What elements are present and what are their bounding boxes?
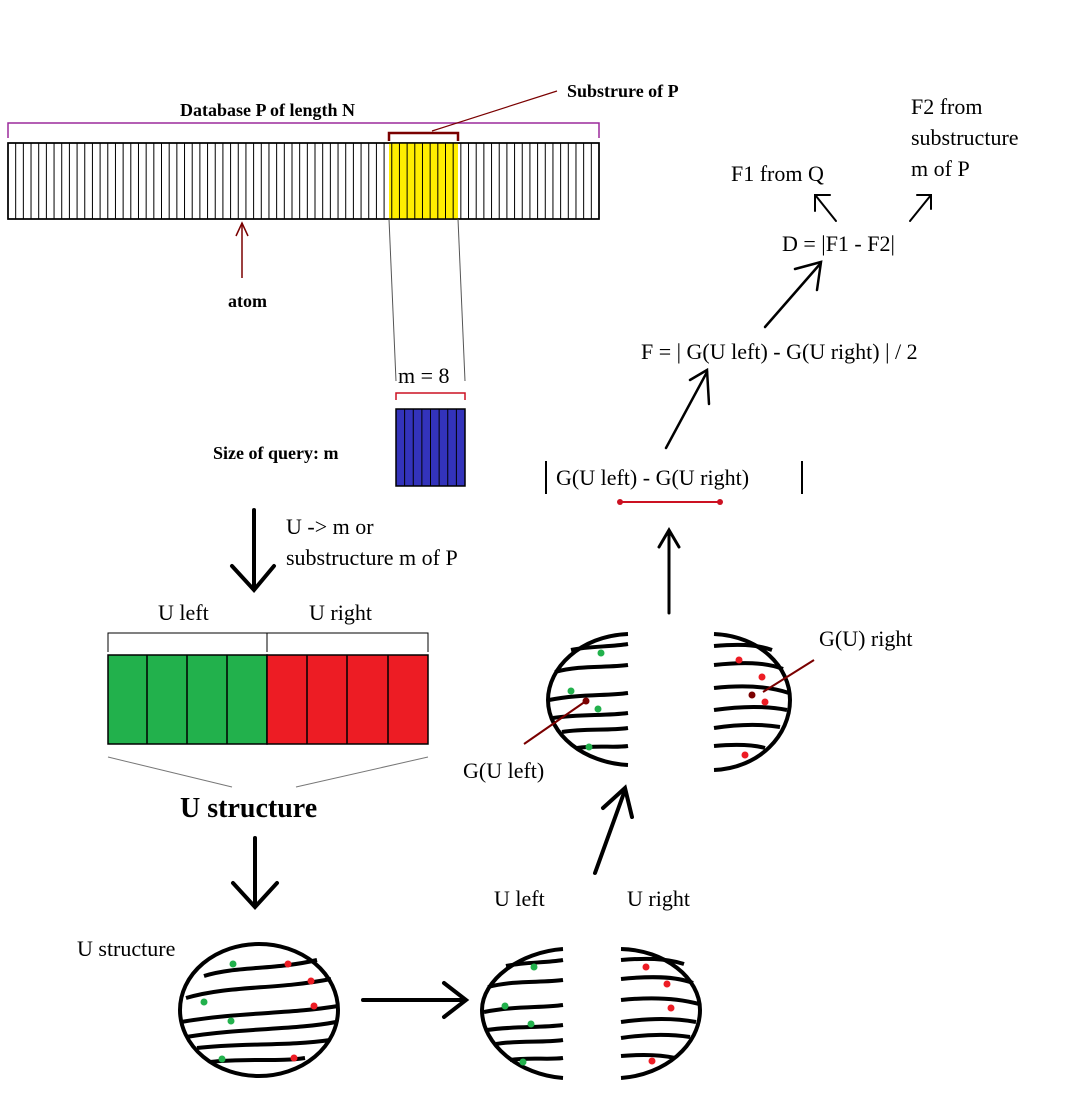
u-right-label-2: U right xyxy=(627,886,690,911)
database-bracket xyxy=(7,122,600,138)
f1-label: F1 from Q xyxy=(731,161,824,186)
up-arrow-4 xyxy=(763,260,823,329)
u-arrow-text-1: U -> m or xyxy=(286,514,374,539)
substructure-label: Substrure of P xyxy=(567,81,679,101)
up-arrow-2 xyxy=(657,527,681,615)
u-arrow-text-2: substructure m of P xyxy=(286,545,458,570)
u-structure-label: U structure xyxy=(77,936,175,961)
u-left-label-2: U left xyxy=(494,886,545,911)
query-block xyxy=(395,408,466,487)
f2-label-line1: F2 from xyxy=(911,94,983,119)
down-arrow-2 xyxy=(231,836,279,910)
g-left-pointer xyxy=(523,700,587,745)
query-size-label: Size of query: m xyxy=(213,443,338,463)
query-bracket xyxy=(395,392,466,400)
u-left-label: U left xyxy=(158,600,209,625)
u-structure-funnel xyxy=(107,756,429,788)
f2-label-line3: m of P xyxy=(911,156,970,181)
m-equals-label: m = 8 xyxy=(398,363,450,388)
projection-lines xyxy=(388,218,466,382)
database-label: Database P of length N xyxy=(180,100,355,120)
right-arrow xyxy=(361,981,470,1019)
up-arrow-1 xyxy=(593,784,634,875)
split-sphere-bottom xyxy=(479,947,703,1080)
f2-label-line2: substructure xyxy=(911,125,1019,150)
g-u-left-label: G(U left) xyxy=(463,758,544,783)
g-diff-label: G(U left) - G(U right) xyxy=(556,465,749,490)
up-arrow-3 xyxy=(664,367,711,450)
atom-arrow xyxy=(235,221,249,278)
g-diff-underline xyxy=(617,499,723,505)
g-u-right-label: G(U) right xyxy=(819,626,912,651)
database-strip xyxy=(7,142,600,220)
arrow-to-f1 xyxy=(814,194,837,222)
sphere-dots-3 xyxy=(567,649,769,759)
substructure-bracket xyxy=(387,131,460,141)
f-formula: F = | G(U left) - G(U right) | / 2 xyxy=(641,339,918,364)
u-right-label: U right xyxy=(309,600,372,625)
arrow-to-f2 xyxy=(909,194,932,222)
u-structure-title: U structure xyxy=(180,793,317,824)
atom-label: atom xyxy=(228,291,267,311)
g-right-pointer xyxy=(762,659,815,693)
substructure-highlight xyxy=(389,143,458,219)
substructure-pointer xyxy=(431,90,558,132)
u-structure-sphere xyxy=(178,942,340,1078)
u-structure-blocks xyxy=(107,654,429,745)
sphere-dots-2 xyxy=(501,963,675,1066)
u-bracket xyxy=(107,632,429,652)
d-formula: D = |F1 - F2| xyxy=(782,231,895,256)
down-arrow-1 xyxy=(230,508,276,594)
split-sphere-upper xyxy=(545,632,793,772)
sphere-dots-1 xyxy=(200,960,318,1063)
